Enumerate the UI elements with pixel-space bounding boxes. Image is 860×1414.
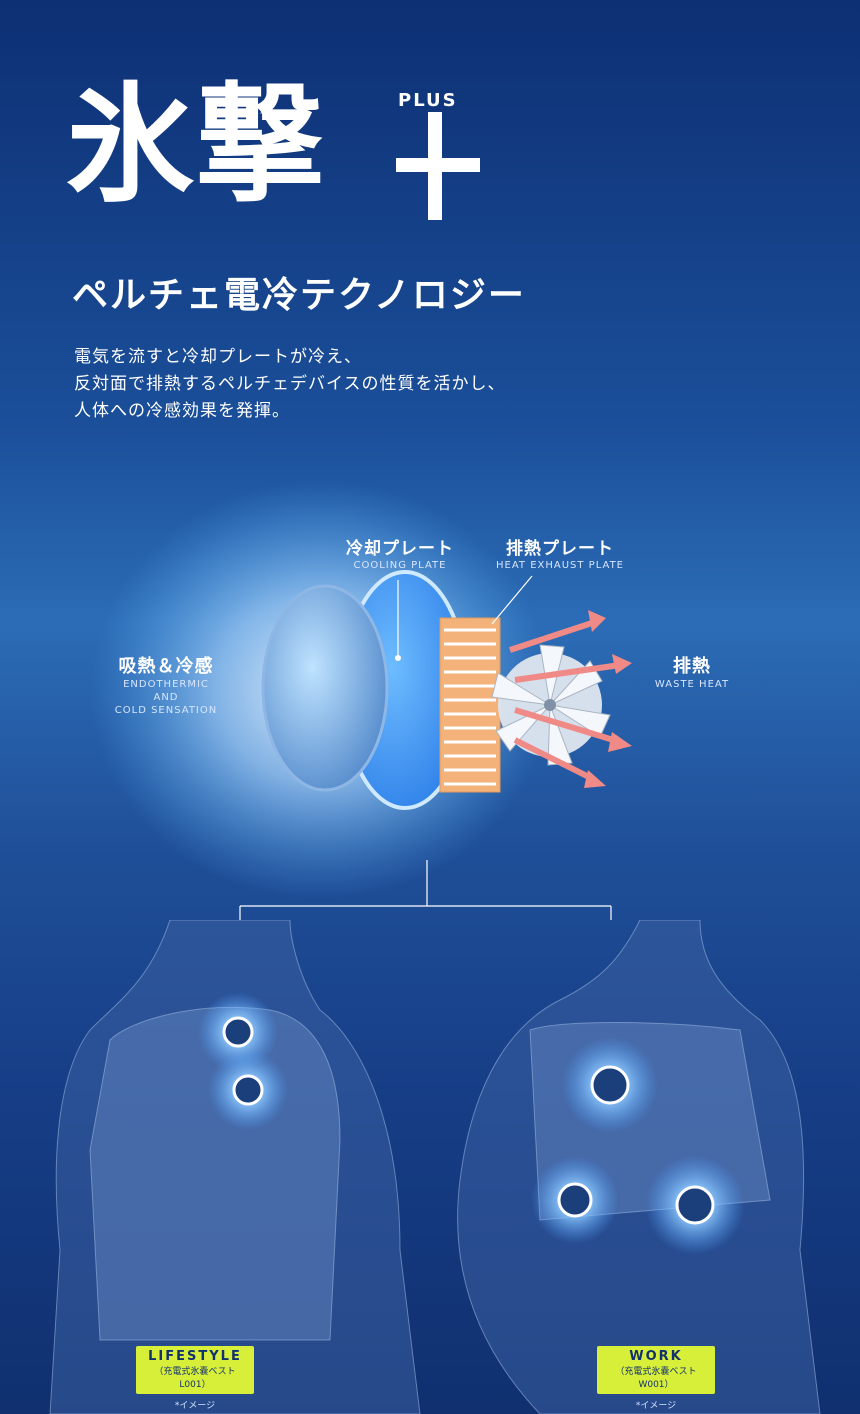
brand-logo-main: 氷撃 xyxy=(66,71,327,220)
exhaust-plate-label: 排熱プレート HEAT EXHAUST PLATE xyxy=(496,539,624,571)
plus-sign-icon xyxy=(396,112,480,220)
work-badge: WORK （充電式氷嚢ベストW001） xyxy=(597,1346,715,1394)
contact-disc xyxy=(261,584,389,792)
description-line: 人体への冷感効果を発揮。 xyxy=(74,401,290,421)
lifestyle-badge-group: LIFESTYLE （充電式氷嚢ベストL001） *イメージ xyxy=(136,1346,254,1411)
heat-exhaust-fins xyxy=(439,617,501,793)
vest-illustrations xyxy=(49,920,821,1414)
cooling-plate-label: 冷却プレート COOLING PLATE xyxy=(346,539,454,571)
cooling-plate-dot xyxy=(395,655,401,661)
work-badge-group: WORK （充電式氷嚢ベストW001） *イメージ xyxy=(597,1346,715,1411)
description-line: 反対面で排熱するペルチェデバイスの性質を活かし、 xyxy=(74,374,506,394)
brand-plus-word: PLUS xyxy=(398,90,458,111)
lifestyle-badge: LIFESTYLE （充電式氷嚢ベストL001） xyxy=(136,1346,254,1394)
page-title: ペルチェ電冷テクノロジー xyxy=(72,275,526,316)
image-note: *イメージ xyxy=(174,1401,216,1411)
peltier-diagram xyxy=(90,480,632,920)
lifestyle-cooling-units xyxy=(198,992,288,1130)
lifestyle-body xyxy=(49,920,421,1414)
waste-heat-label: 排熱 WASTE HEAT xyxy=(654,656,730,690)
description-line: 電気を流すと冷却プレートが冷え、 xyxy=(74,347,362,367)
endothermic-label: 吸熱＆冷感 ENDOTHERMIC AND COLD SENSATION xyxy=(114,656,218,716)
work-cooling-units xyxy=(531,1037,745,1255)
description: 電気を流すと冷却プレートが冷え、 反対面で排熱するペルチェデバイスの性質を活かし… xyxy=(74,344,506,425)
connector-lines xyxy=(239,860,612,920)
work-body xyxy=(457,920,821,1414)
exhaust-plate-pointer xyxy=(491,575,533,625)
image-note: *イメージ xyxy=(635,1401,677,1411)
heat-arrows xyxy=(509,610,632,788)
